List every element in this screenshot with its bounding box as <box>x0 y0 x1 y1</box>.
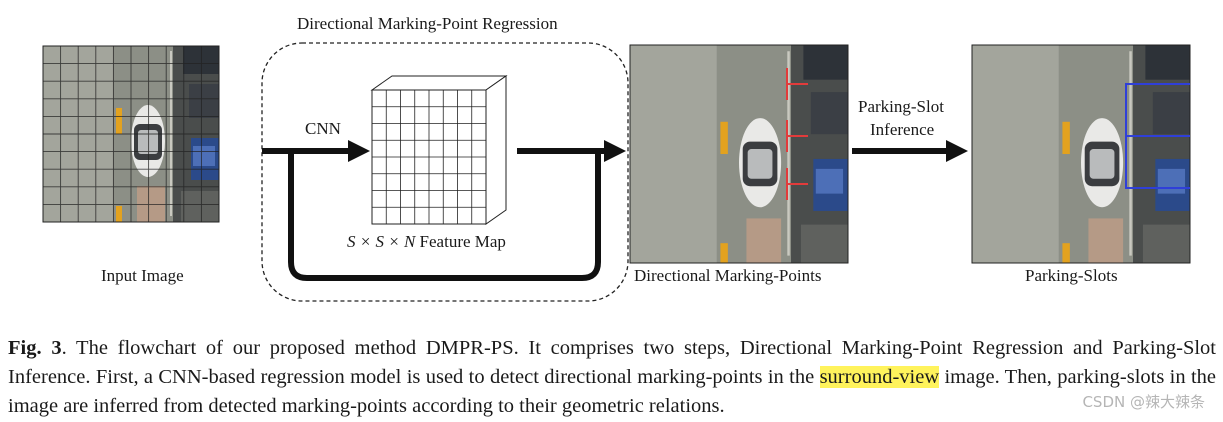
cnn-label: CNN <box>305 119 341 138</box>
flowchart-figure <box>42 42 1191 302</box>
figure-reference: Fig. 3 <box>8 337 62 359</box>
arrow-right-icon <box>852 140 968 162</box>
watermark: CSDN @辣大辣条 <box>1082 393 1205 411</box>
parking-slots-image <box>971 44 1191 264</box>
feature-map-dimensions: S × S × N <box>347 232 416 251</box>
marking-points-image <box>629 44 849 264</box>
input-image-label: Input Image <box>101 266 184 285</box>
inference-label-line2: Inference <box>870 120 935 139</box>
parking-slots-label: Parking-Slots <box>1025 266 1118 285</box>
arrow-right-icon <box>262 140 370 162</box>
feature-map-label: S × S × N Feature Map <box>347 232 506 252</box>
module-title: Directional Marking-Point Regression <box>297 14 558 33</box>
feature-map-cube-icon <box>370 75 508 225</box>
feature-map-text: Feature Map <box>415 232 506 251</box>
caption-highlight: surround-view <box>819 366 940 388</box>
input-image <box>42 45 220 223</box>
caption-text-1: . The flowchart of our proposed method D… <box>8 337 1217 388</box>
regression-module-box <box>261 42 629 302</box>
regression-output-arrow <box>288 140 626 281</box>
inference-label-line1: Parking-Slot <box>858 97 944 116</box>
caption-text-2: image. Then, parking-slots in the image … <box>8 366 1217 417</box>
marking-points-label: Directional Marking-Points <box>634 266 822 285</box>
figure-caption: Fig. 3. The flowchart of our proposed me… <box>8 334 1216 421</box>
